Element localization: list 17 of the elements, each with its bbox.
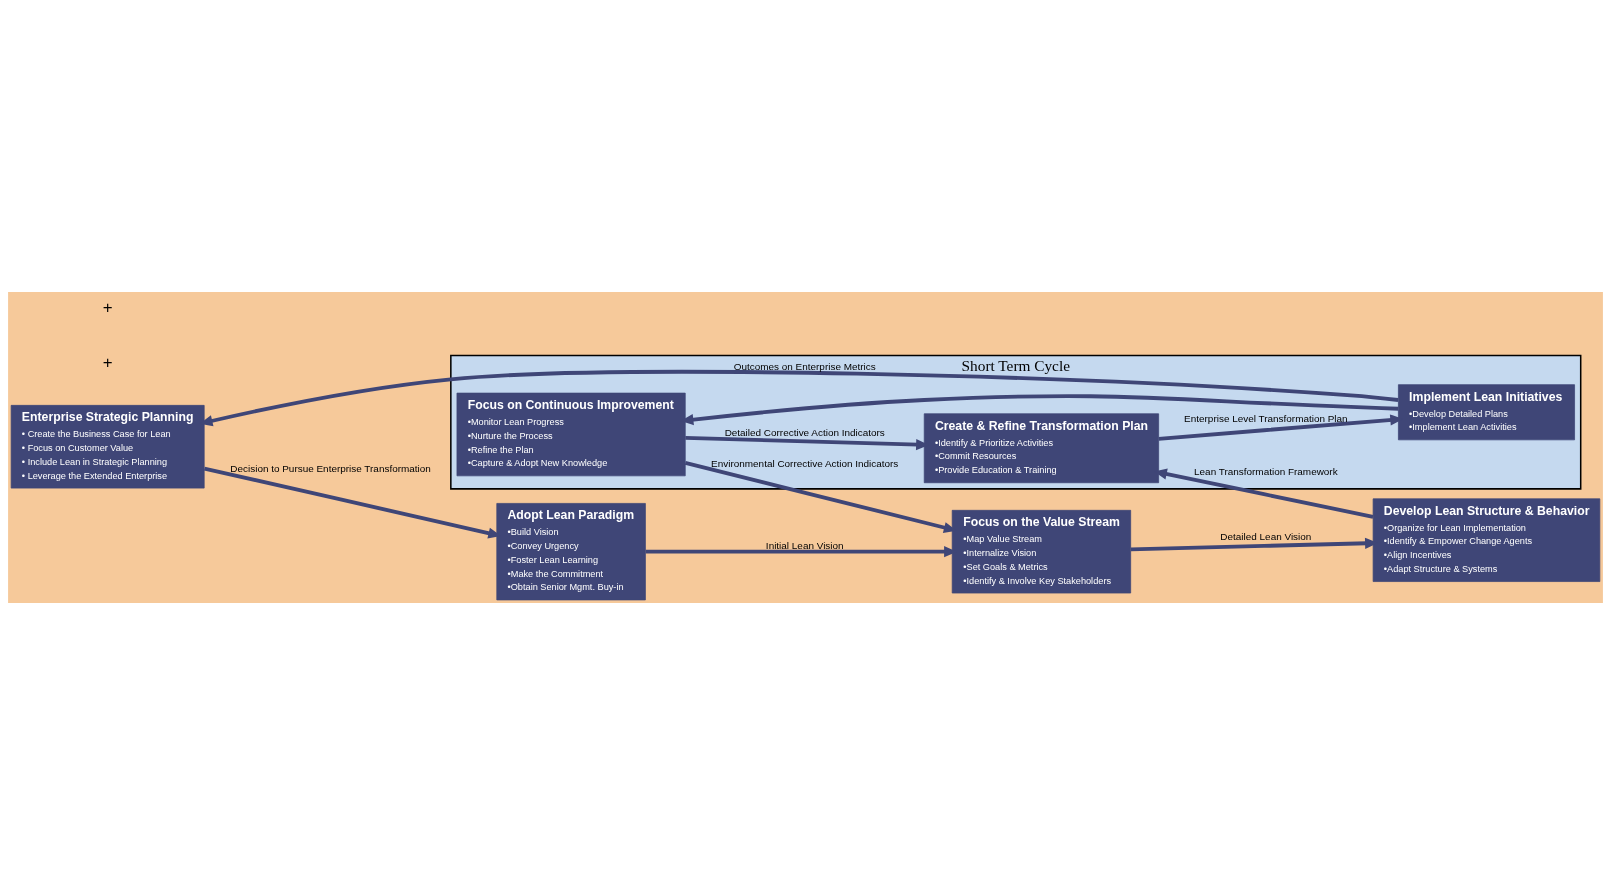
label: + [102, 298, 113, 318]
node-box: Enterprise Strategic Planning • Create the Business Case for Lean • Focus on Customer Value • Include Lean in Strategic Planning • Leverage the Extended Enterprise [10, 405, 205, 489]
node-box: Focus on Continuous Improvement •Monitor Lean Progress •Nurture the Process •Refine the Plan •Capture & Adopt New Knowledge [456, 392, 686, 477]
node-box: Adopt Lean Paradigm •Build Vision •Convey Urgency •Foster Lean Learning •Make the Commitment •Obtain Senior Mgmt. Buy-in [496, 503, 646, 601]
node-box: Develop Lean Structure & Behavior •Organize for Lean Implementation •Identify & Empower Change Agents •Align Incentives •Adapt Structure & Systems [1372, 498, 1601, 582]
edge-label: Decision to Pursue Enterprise Transformation [230, 463, 431, 475]
node-box: Focus on the Value Stream •Map Value Stream •Internalize Vision •Set Goals & Metrics •Identify & Involve Key Stakeholders [951, 509, 1132, 594]
node-box: Implement Lean Initiatives •Develop Detailed Plans •Implement Lean Activities [1398, 384, 1575, 441]
edge-label: Enterprise Level Transformation Plan [1184, 412, 1348, 424]
edge-label: Initial Lean Vision [765, 539, 844, 551]
edge-label: Outcomes on Enterprise Metrics [733, 360, 876, 372]
edge-label: Environmental Corrective Action Indicators [711, 457, 899, 469]
label: + [102, 353, 113, 373]
edge-label: Detailed Lean Vision [1220, 531, 1312, 543]
node-box: Create & Refine Transformation Plan •Identify & Prioritize Activities •Commit Resources •Provide Education & Training [923, 413, 1159, 484]
edge-label: Detailed Corrective Action Indicators [724, 427, 885, 439]
edge-label: Lean Transformation Framework [1194, 466, 1338, 478]
